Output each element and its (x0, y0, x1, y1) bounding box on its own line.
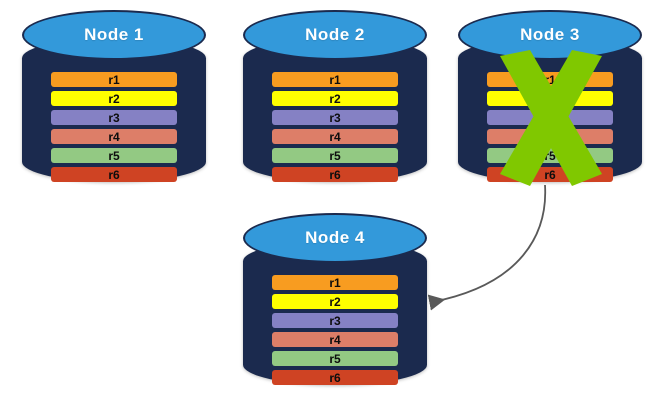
node-4-record-r6[interactable]: r6 (272, 370, 398, 385)
node-1-record-r3[interactable]: r3 (51, 110, 177, 125)
node-2-record-r5[interactable]: r5 (272, 148, 398, 163)
node-1-record-r4[interactable]: r4 (51, 129, 177, 144)
node-2-record-r6[interactable]: r6 (272, 167, 398, 182)
node-4-record-r1[interactable]: r1 (272, 275, 398, 290)
node-1-record-r5[interactable]: r5 (51, 148, 177, 163)
node-2-record-r1[interactable]: r1 (272, 72, 398, 87)
node-2-cylinder-top: Node 2 (243, 10, 427, 60)
node-3-cylinder-top: Node 3 (458, 10, 642, 60)
node-3-record-r6[interactable]: r6 (487, 167, 613, 182)
node-2-record-r3[interactable]: r3 (272, 110, 398, 125)
node-3-label: Node 3 (520, 25, 580, 44)
node-4[interactable]: Node 4 r1 r2 r3 r4 r5 r6 (243, 213, 427, 385)
node-2-record-r4[interactable]: r4 (272, 129, 398, 144)
node-1-label: Node 1 (84, 25, 144, 44)
node-2[interactable]: Node 2 r1 r2 r3 r4 r5 r6 (243, 10, 427, 182)
node-3[interactable]: Node 3 r1 r2 r3 r4 r5 r6 (458, 10, 642, 186)
node-1-cylinder-top: Node 1 (22, 10, 206, 60)
replication-arrow-path (427, 184, 547, 311)
node-2-record-r2[interactable]: r2 (272, 91, 398, 106)
node-3-record-r1[interactable]: r1 (487, 72, 613, 87)
node-4-record-r4[interactable]: r4 (272, 332, 398, 347)
node-1-record-r1[interactable]: r1 (51, 72, 177, 87)
node-1-records: r1 r2 r3 r4 r5 r6 (51, 72, 177, 182)
node-1-record-r2[interactable]: r2 (51, 91, 177, 106)
node-1[interactable]: Node 1 r1 r2 r3 r4 r5 r6 (22, 10, 206, 182)
node-3-record-r5[interactable]: r5 (487, 148, 613, 163)
node-3-record-r3[interactable]: r3 (487, 110, 613, 125)
node-4-record-r3[interactable]: r3 (272, 313, 398, 328)
node-3-record-r4[interactable]: r4 (487, 129, 613, 144)
node-4-records: r1 r2 r3 r4 r5 r6 (272, 275, 398, 385)
node-1-record-r6[interactable]: r6 (51, 167, 177, 182)
node-2-label: Node 2 (305, 25, 365, 44)
node-3-records: r1 r2 r3 r4 r5 r6 (487, 72, 613, 182)
node-2-records: r1 r2 r3 r4 r5 r6 (272, 72, 398, 182)
node-4-label: Node 4 (305, 228, 365, 247)
node-3-record-r2[interactable]: r2 (487, 91, 613, 106)
node-4-cylinder-top: Node 4 (243, 213, 427, 263)
node-4-record-r2[interactable]: r2 (272, 294, 398, 309)
node-4-record-r5[interactable]: r5 (272, 351, 398, 366)
